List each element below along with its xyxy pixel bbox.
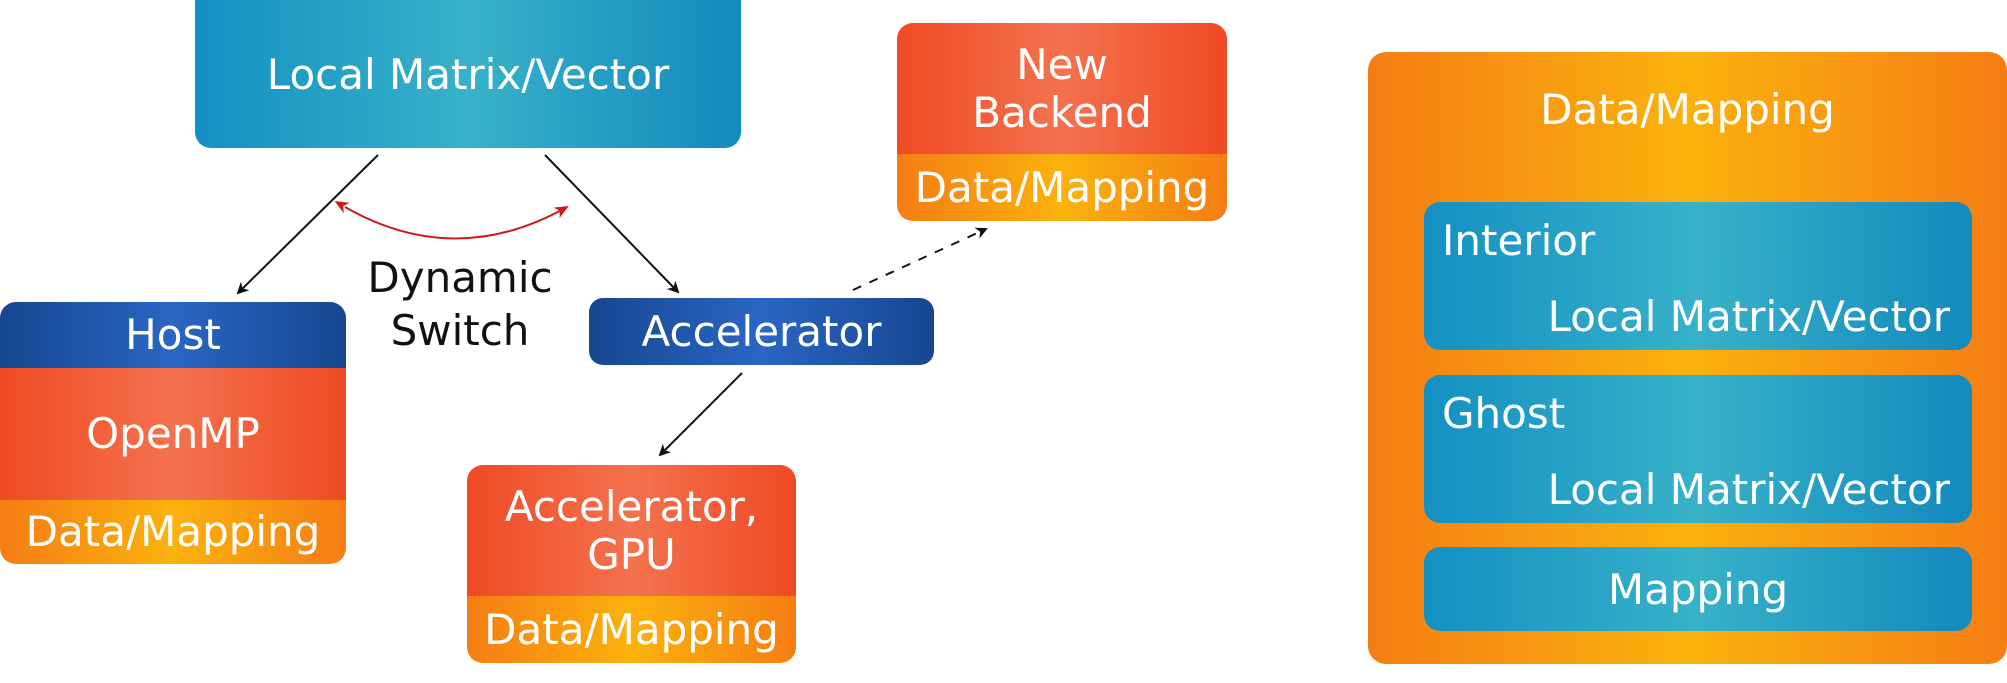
accelerator-label: Accelerator	[641, 307, 882, 356]
new-backend-data-mapping-label: Data/Mapping	[914, 162, 1210, 212]
arrow-to-host	[236, 154, 379, 295]
local-matrix-vector-box: Local Matrix/Vector	[195, 0, 741, 148]
dynamic-switch-label: Dynamic Switch	[367, 253, 553, 355]
host-data-mapping-label: Data/Mapping	[25, 507, 321, 557]
accelerator-gpu-box: Accelerator, GPU Data/Mapping	[467, 465, 796, 663]
accelerator-gpu-data-mapping-label: Data/Mapping	[484, 604, 779, 654]
host-box: Host OpenMP Data/Mapping	[0, 302, 346, 564]
arrow-to-accelerator-gpu	[658, 372, 743, 457]
ghost-label: Ghost	[1442, 389, 1566, 438]
accelerator-gpu-label: Accelerator, GPU	[504, 482, 759, 579]
dynamic-switch-arrow	[334, 201, 569, 240]
data-mapping-panel-title: Data/Mapping	[1540, 85, 1835, 135]
new-backend-box: New Backend Data/Mapping	[897, 23, 1227, 221]
interior-label: Interior	[1442, 216, 1596, 265]
new-backend-label: New Backend	[972, 40, 1152, 137]
interior-local-matrix-vector-label: Local Matrix/Vector	[1547, 292, 1950, 341]
openmp-label: OpenMP	[86, 409, 260, 459]
arrow-to-accelerator	[544, 154, 680, 294]
ghost-local-matrix-vector-label: Local Matrix/Vector	[1547, 465, 1950, 514]
ghost-box: Ghost Local Matrix/Vector	[1424, 375, 1972, 523]
accelerator-box: Accelerator	[589, 298, 934, 365]
dashed-arrow-to-new-backend	[852, 227, 988, 291]
local-matrix-vector-label: Local Matrix/Vector	[266, 49, 670, 99]
mapping-box: Mapping	[1424, 547, 1972, 631]
mapping-label: Mapping	[1607, 564, 1789, 614]
data-mapping-panel: Data/Mapping Interior Local Matrix/Vecto…	[1368, 52, 2007, 664]
interior-box: Interior Local Matrix/Vector	[1424, 202, 1972, 350]
host-label: Host	[125, 310, 221, 360]
